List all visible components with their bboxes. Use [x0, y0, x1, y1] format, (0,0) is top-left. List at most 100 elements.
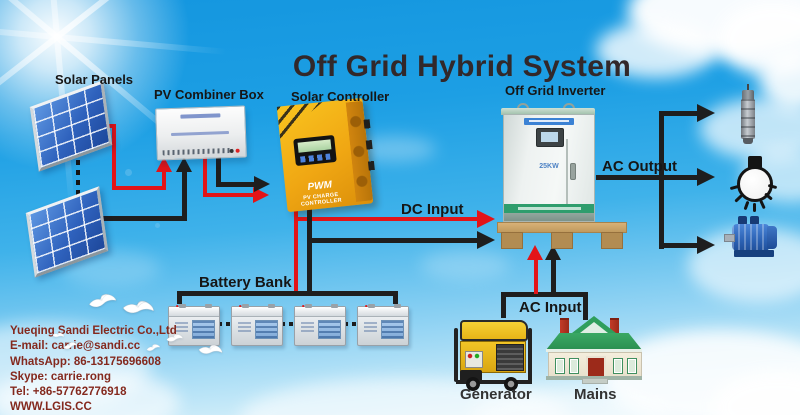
house-window [555, 358, 565, 374]
contact-line: WhatsApp: 86-13175696608 [10, 355, 161, 368]
battery-code [238, 322, 251, 333]
arrowhead-right-black [697, 168, 715, 186]
ac-input-neutral-wire [551, 258, 556, 294]
combiner-terminal-row [162, 147, 233, 156]
combiner-positive-wire-segment [203, 155, 207, 197]
label-generator: Generator [460, 386, 532, 403]
dc-input-negative-wire [307, 238, 480, 243]
chimney [560, 318, 569, 342]
battery-bus-tick [393, 291, 398, 304]
combiner-label-print [180, 113, 221, 119]
combiner-terminal-dot [235, 148, 240, 153]
pallet-leg [501, 232, 523, 249]
ac-output-wire-bulb [659, 175, 699, 180]
inverter-cabinet: 25KW [503, 114, 595, 222]
combiner-negative-wire-segment [216, 182, 256, 187]
mains-house-icon [546, 316, 642, 384]
pv-negative-wire-segment [95, 216, 187, 221]
label-pv-combiner-box: PV Combiner Box [154, 87, 264, 102]
pv-positive-wire-segment [112, 186, 166, 190]
label-dc-input: DC Input [401, 201, 464, 218]
house-wall [548, 352, 642, 380]
combiner-positive-wire-segment [203, 193, 255, 197]
battery-code [301, 322, 314, 333]
pv-negative-wire-segment [182, 170, 187, 221]
contact-line: E-mail: carrie@sandi.cc [10, 340, 141, 353]
label-mains: Mains [574, 386, 617, 403]
arrowhead-right-black [697, 236, 715, 254]
arrowhead-right-red [477, 210, 495, 228]
contact-line: Skype: carrie.rong [10, 370, 111, 383]
motor-icon [722, 214, 778, 264]
label-solar-panels: Solar Panels [55, 72, 134, 87]
generator-body [460, 341, 526, 373]
battery [231, 300, 283, 346]
ac-output-feed-wire [596, 175, 664, 180]
battery [168, 300, 220, 346]
dove-icon [87, 292, 118, 309]
generator-wheel [466, 377, 480, 391]
panel-series-dotted-link [76, 130, 80, 204]
label-off-grid-inverter: Off Grid Inverter [505, 83, 606, 98]
battery-dash-link [344, 322, 357, 326]
battery-code [175, 322, 188, 333]
house-window [569, 358, 579, 374]
company-contact: Yueqing Sandi Electric Co.,Ltd E-mail: c… [10, 324, 177, 415]
house-window [613, 358, 623, 374]
generator-canopy [460, 320, 528, 341]
battery-code [364, 322, 377, 333]
combiner-negative-wire-segment [216, 155, 221, 186]
arrowhead-up-red [527, 245, 543, 260]
inverter-power-text: 25KW [539, 163, 559, 170]
arrowhead-up-black [176, 157, 192, 172]
house-window [627, 358, 637, 374]
inverter-brand-strip [504, 204, 594, 213]
battery-label [192, 320, 215, 339]
combiner-terminal-dot [229, 148, 234, 154]
battery-bus-tick [177, 291, 182, 304]
controller-display [293, 134, 337, 167]
arrowhead-right-black [254, 176, 270, 192]
controller-lcd-screen [297, 139, 332, 153]
battery-label [255, 320, 278, 339]
solar-controller: PWM PV CHARGE CONTROLLER [276, 97, 376, 213]
pv-combiner-box [155, 105, 247, 161]
battery-bus-wire [177, 291, 398, 296]
inverter-top-rim [501, 108, 595, 115]
arrowhead-up-red [156, 157, 172, 172]
dove-icon [166, 333, 184, 343]
cloud [596, 22, 716, 78]
battery-dash-link [281, 322, 294, 326]
label-ac-output: AC Output [602, 158, 677, 175]
inverter-display [536, 128, 564, 147]
battery-positive-wire-segment [294, 196, 298, 295]
ac-input-drop-generator [501, 292, 506, 318]
ac-input-drop-mains [583, 292, 588, 320]
pv-positive-wire-segment [112, 124, 116, 190]
pallet-leg [601, 232, 623, 249]
controller-stripe-decal [277, 102, 326, 139]
label-battery-bank: Battery Bank [199, 274, 292, 291]
ac-output-wire-motor [659, 243, 699, 248]
ac-input-live-wire [534, 258, 538, 294]
house-roof [546, 333, 642, 350]
battery-label [318, 320, 341, 339]
generator-wheel [504, 377, 518, 391]
ac-output-branch-wire [659, 111, 664, 249]
water-pump-icon [739, 84, 757, 146]
generator-control-panel [465, 351, 483, 368]
battery [294, 300, 346, 346]
inverter-door-seam [566, 139, 568, 217]
controller-buttons [300, 153, 331, 163]
dove-icon [122, 298, 156, 316]
label-ac-input: AC Input [519, 299, 582, 316]
cloud [420, 250, 510, 280]
arrowhead-right-black [477, 231, 495, 249]
battery-label [381, 320, 404, 339]
inverter-door-handle [570, 163, 576, 180]
generator-icon [452, 320, 536, 391]
pv-positive-wire-segment [162, 170, 166, 190]
battery-negative-wire-segment [307, 196, 312, 295]
arrowhead-right-black [697, 104, 715, 122]
